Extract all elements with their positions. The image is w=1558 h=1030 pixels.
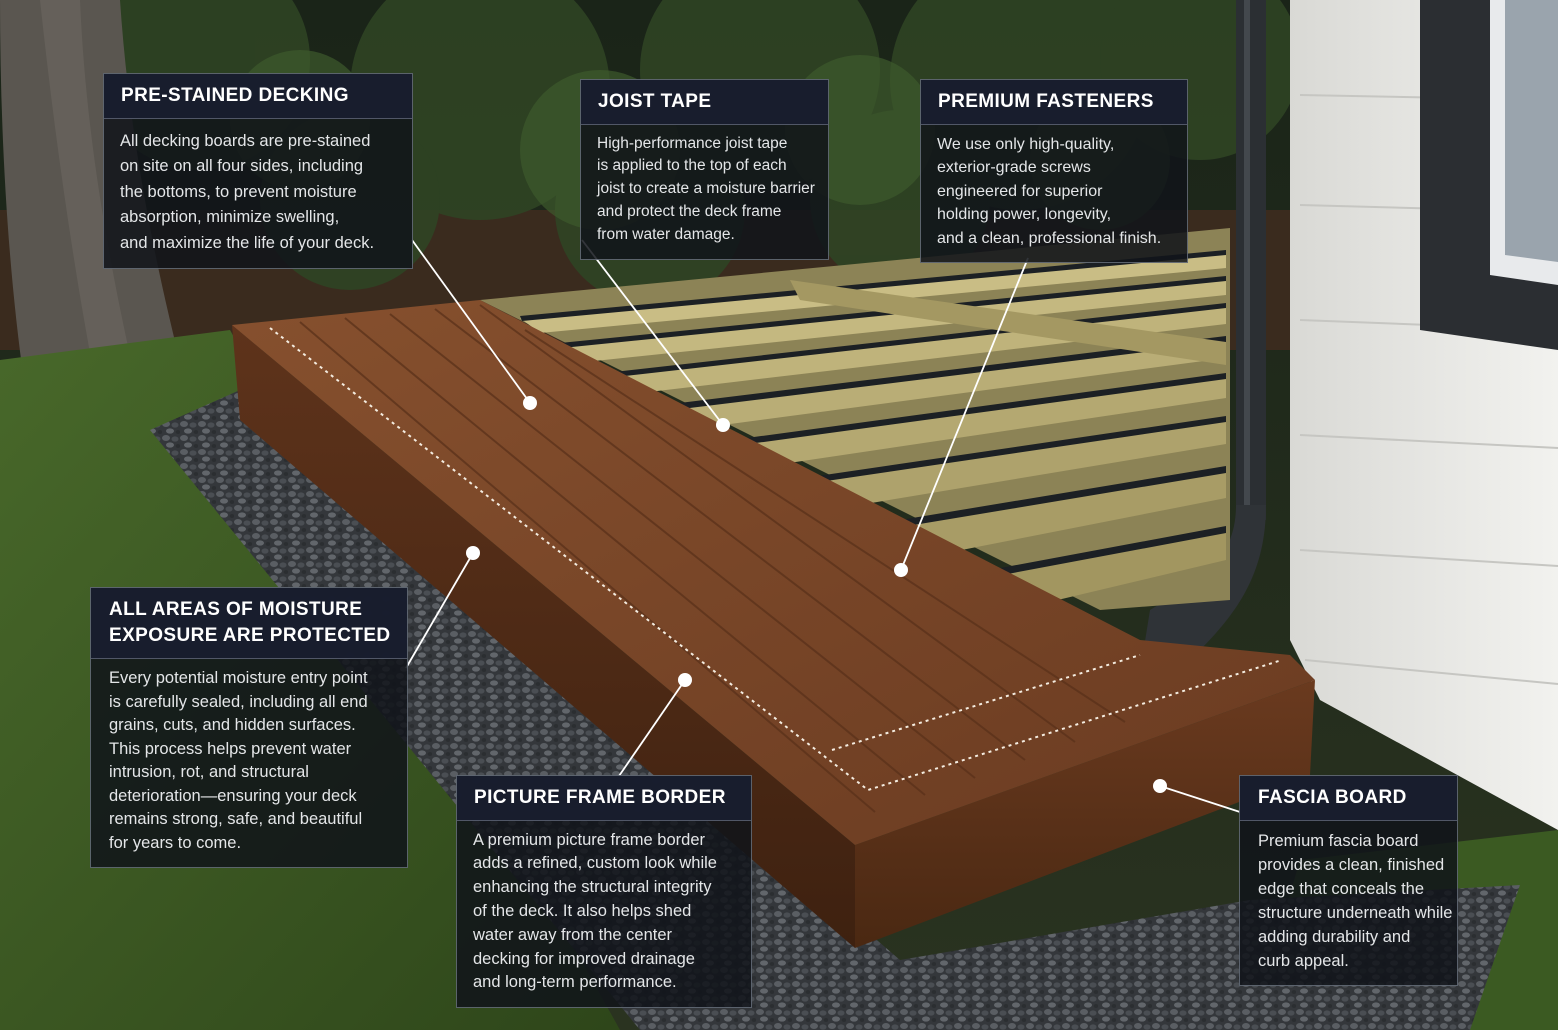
- callout-pre-stained-decking: PRE-STAINED DECKING All decking boards a…: [103, 73, 413, 270]
- callout-title: PICTURE FRAME BORDER: [457, 776, 751, 821]
- callout-title: PRE-STAINED DECKING: [104, 74, 412, 119]
- callout-line: structure underneath while: [1258, 903, 1453, 922]
- callout-line: High-performance joist tape: [597, 134, 788, 152]
- callout-line: and maximize the life of your deck.: [120, 233, 375, 252]
- callout-premium-fasteners: PREMIUM FASTENERS We use only high-quali…: [920, 79, 1188, 264]
- callout-line: on site on all four sides, including: [120, 157, 364, 176]
- callout-line: absorption, minimize swelling,: [120, 208, 340, 227]
- callout-line: This process helps prevent water: [109, 739, 352, 758]
- callout-line: holding power, longevity,: [937, 206, 1112, 224]
- callout-body: All decking boards are pre-stained on si…: [104, 119, 412, 269]
- callout-line: from water damage.: [597, 225, 735, 243]
- callout-title-line: ALL AREAS OF MOISTURE: [109, 599, 363, 620]
- callout-joist-tape: JOIST TAPE High-performance joist tape i…: [580, 79, 829, 260]
- callout-title-line: EXPOSURE ARE PROTECTED: [109, 625, 391, 646]
- callout-body: Every potential moisture entry point is …: [91, 659, 407, 867]
- callout-line: enhancing the structural integrity: [473, 878, 712, 897]
- callout-line: water away from the center: [473, 925, 672, 944]
- callout-line: All decking boards are pre-stained: [120, 131, 371, 150]
- callout-body: High-performance joist tape is applied t…: [581, 125, 828, 259]
- callout-line: curb appeal.: [1258, 951, 1349, 970]
- callout-line: for years to come.: [109, 833, 242, 852]
- callout-line: remains strong, safe, and beautiful: [109, 810, 363, 828]
- callout-line: exterior-grade screws: [937, 159, 1091, 177]
- callout-line: engineered for superior: [937, 182, 1103, 200]
- callout-line: adding durability and: [1258, 927, 1411, 946]
- callout-line: joist to create a moisture barrier: [597, 180, 815, 198]
- callout-line: adds a refined, custom look while: [473, 854, 717, 873]
- callout-line: the bottoms, to prevent moisture: [120, 182, 357, 201]
- callout-title: PREMIUM FASTENERS: [921, 80, 1187, 125]
- callout-moisture-protection: ALL AREAS OF MOISTURE EXPOSURE ARE PROTE…: [90, 587, 408, 868]
- leader-lines: [405, 239, 1241, 813]
- callout-line: of the deck. It also helps shed: [473, 902, 692, 921]
- callout-line: intrusion, rot, and structural: [109, 763, 309, 781]
- callout-line: and a clean, professional finish.: [937, 229, 1162, 247]
- callout-line: is applied to the top of each: [597, 157, 787, 175]
- callout-body: A premium picture frame border adds a re…: [457, 821, 751, 1008]
- callout-line: and protect the deck frame: [597, 203, 782, 221]
- callout-line: decking for improved drainage: [473, 949, 695, 968]
- callout-line: provides a clean, finished: [1258, 855, 1445, 874]
- callout-line: is carefully sealed, including all end: [109, 692, 368, 711]
- callout-title: ALL AREAS OF MOISTURE EXPOSURE ARE PROTE…: [91, 588, 407, 659]
- callout-picture-frame-border: PICTURE FRAME BORDER A premium picture f…: [456, 775, 752, 1009]
- callout-line: We use only high-quality,: [937, 135, 1115, 153]
- callout-body: We use only high-quality, exterior-grade…: [921, 125, 1187, 263]
- callout-line: grains, cuts, and hidden surfaces.: [109, 716, 356, 734]
- callout-title: JOIST TAPE: [581, 80, 828, 125]
- callout-title: FASCIA BOARD: [1240, 776, 1457, 821]
- callout-line: Premium fascia board: [1258, 831, 1419, 850]
- callout-line: deterioration—ensuring your deck: [109, 786, 357, 805]
- callout-line: A premium picture frame border: [473, 830, 706, 849]
- callout-line: and long-term performance.: [473, 973, 677, 992]
- callout-line: edge that conceals the: [1258, 879, 1425, 898]
- callout-body: Premium fascia board provides a clean, f…: [1240, 821, 1457, 985]
- callout-line: Every potential moisture entry point: [109, 669, 368, 687]
- callout-fascia-board: FASCIA BOARD Premium fascia board provid…: [1239, 775, 1458, 986]
